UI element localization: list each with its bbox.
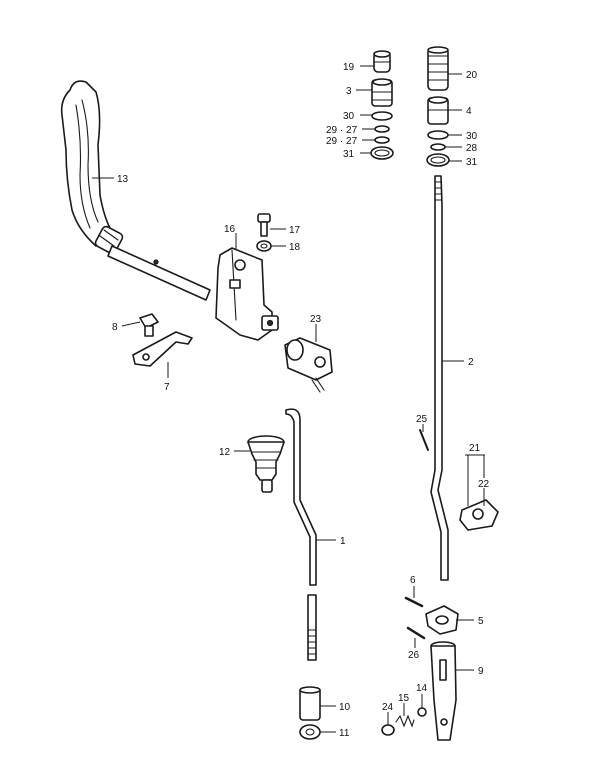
ball-part-14 bbox=[417, 707, 427, 717]
callout-6: 6 bbox=[410, 575, 416, 586]
shift-rod-part-2 bbox=[430, 175, 449, 581]
callout-17: 17 bbox=[289, 225, 301, 236]
bolt-part-17 bbox=[257, 213, 271, 237]
bushing-part-4 bbox=[427, 96, 449, 125]
ring-part-29-27-lower-left bbox=[374, 136, 390, 144]
cap-part-24 bbox=[381, 724, 395, 736]
callout-19: 19 bbox=[343, 62, 355, 73]
boot-part-12 bbox=[247, 435, 285, 493]
callout-2: 2 bbox=[468, 357, 474, 368]
sleeve-part-10 bbox=[299, 686, 321, 721]
callout-11: 11 bbox=[339, 728, 350, 739]
callout-8: 8 bbox=[112, 322, 118, 333]
callout-23: 23 bbox=[310, 314, 322, 325]
callout-18: 18 bbox=[289, 242, 301, 253]
callout-16: 16 bbox=[224, 224, 236, 235]
callout-7: 7 bbox=[164, 382, 170, 393]
callout-31-left: 31 bbox=[343, 149, 355, 160]
bracket-part-16 bbox=[215, 247, 279, 341]
callout-21: 21 bbox=[469, 443, 481, 454]
callout-22: 22 bbox=[478, 479, 490, 490]
callout-14: 14 bbox=[416, 683, 428, 694]
callout-10: 10 bbox=[339, 702, 351, 713]
pin-part-26 bbox=[406, 626, 426, 640]
ring-part-30-right bbox=[427, 130, 449, 140]
callout-31-right: 31 bbox=[466, 157, 478, 168]
callout-29-27-upper: 29 · 27 bbox=[326, 125, 358, 136]
spring-boot-part-20 bbox=[427, 46, 449, 91]
clip-part-21-22 bbox=[459, 499, 499, 531]
ring-part-30-left bbox=[371, 111, 393, 121]
clip-part-31-left bbox=[370, 146, 394, 160]
nut-part-11 bbox=[299, 724, 321, 740]
callout-12: 12 bbox=[219, 447, 231, 458]
ring-part-29-27-upper-left bbox=[374, 125, 390, 133]
lever-part-9 bbox=[430, 641, 457, 741]
callout-25: 25 bbox=[416, 414, 428, 425]
collar-part-5 bbox=[425, 605, 459, 635]
spring-part-15 bbox=[395, 714, 415, 728]
callout-30-right: 30 bbox=[466, 131, 478, 142]
cap-part-19 bbox=[373, 50, 391, 73]
callout-20: 20 bbox=[466, 70, 478, 81]
tiller-handle-part-13 bbox=[60, 80, 211, 301]
leader-lines bbox=[92, 65, 485, 733]
callout-3: 3 bbox=[346, 86, 352, 97]
ring-part-28 bbox=[430, 143, 446, 151]
pin-part-25 bbox=[419, 429, 429, 451]
bushing-part-3 bbox=[371, 78, 393, 107]
shift-rod-part-1 bbox=[285, 408, 317, 661]
callout-24: 24 bbox=[382, 702, 394, 713]
callout-labels: 19 3 30 29 · 27 29 · 27 31 20 4 30 28 31… bbox=[112, 62, 490, 739]
callout-4: 4 bbox=[466, 106, 472, 117]
callout-30-left: 30 bbox=[343, 111, 355, 122]
callout-26: 26 bbox=[408, 650, 420, 661]
callout-28: 28 bbox=[466, 143, 478, 154]
washer-part-18 bbox=[256, 240, 272, 252]
callout-9: 9 bbox=[478, 666, 484, 677]
callout-15: 15 bbox=[398, 693, 410, 704]
bolt-part-8 bbox=[139, 313, 159, 337]
pin-part-6 bbox=[404, 596, 424, 608]
clamp-part-23 bbox=[284, 337, 333, 393]
callout-1: 1 bbox=[340, 536, 346, 547]
callout-5: 5 bbox=[478, 616, 484, 627]
clip-part-31-right bbox=[426, 153, 450, 167]
callout-13: 13 bbox=[117, 174, 129, 185]
plate-part-7 bbox=[132, 331, 193, 367]
callout-29-27-lower: 29 · 27 bbox=[326, 136, 358, 147]
